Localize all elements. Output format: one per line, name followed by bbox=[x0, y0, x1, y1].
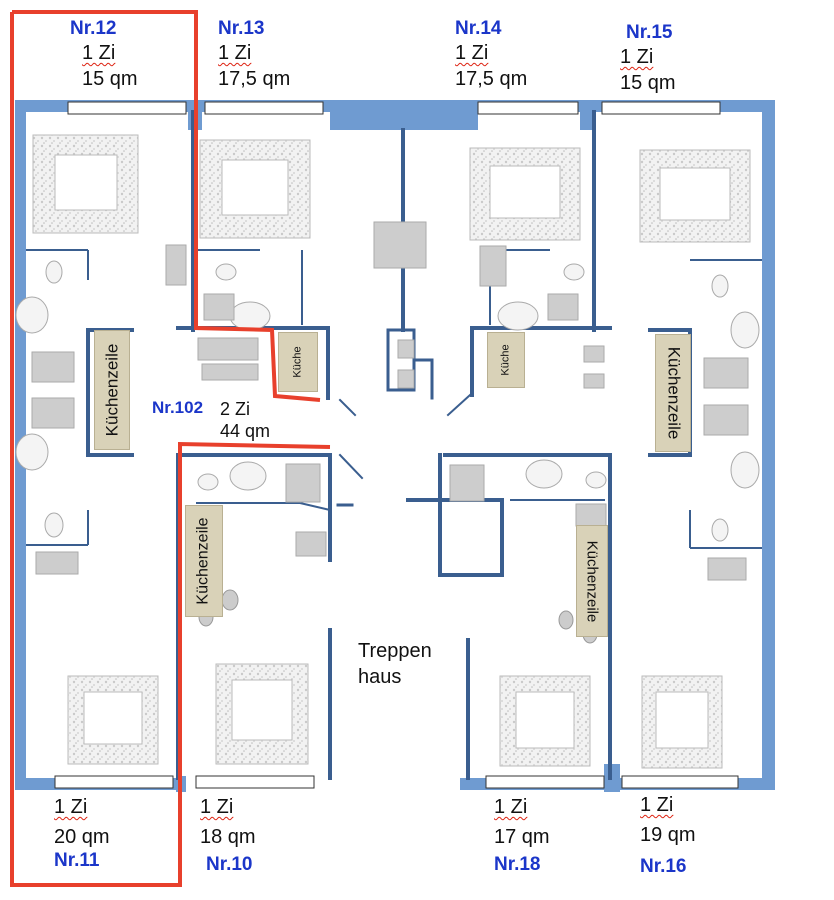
apartment-nr102-details: 2 Zi 44 qm bbox=[220, 398, 270, 442]
toilet-icon bbox=[44, 260, 729, 542]
apartment-number: Nr.16 bbox=[640, 856, 687, 877]
apartment-number: Nr.102 bbox=[152, 398, 204, 417]
stairwell-label-line1: Treppen bbox=[358, 640, 432, 662]
apartment-rooms: 1 Zi bbox=[620, 46, 654, 68]
highlight-outline bbox=[10, 10, 331, 887]
apartment-number: Nr.15 bbox=[626, 22, 673, 43]
apartment-area: 44 qm bbox=[220, 421, 271, 441]
apartment-nr10: 1 Zi 18 qm Nr.10 bbox=[200, 794, 256, 876]
kitchenette-nr10: Küchenzeile bbox=[185, 505, 223, 617]
apartment-number: Nr.14 bbox=[455, 18, 502, 39]
shower-icon bbox=[198, 589, 598, 644]
apartment-nr13: Nr.13 1 Zi 17,5 qm bbox=[218, 18, 290, 92]
apartment-rooms: 1 Zi bbox=[200, 796, 234, 818]
apartment-area: 17,5 qm bbox=[218, 68, 291, 90]
apartment-number: Nr.11 bbox=[54, 850, 100, 871]
apartment-area: 15 qm bbox=[82, 68, 138, 90]
apartment-number: Nr.10 bbox=[206, 854, 253, 875]
apartment-rooms: 1 Zi bbox=[455, 42, 489, 64]
bed-icon bbox=[32, 134, 751, 769]
apartment-area: 20 qm bbox=[54, 826, 110, 848]
apartment-number: Nr.13 bbox=[218, 18, 265, 39]
apartment-nr14: Nr.14 1 Zi 17,5 qm bbox=[455, 18, 527, 92]
sink-icon bbox=[15, 296, 760, 491]
apartment-area: 19 qm bbox=[640, 824, 696, 846]
kitchenette-nr15: Küchenzeile bbox=[655, 334, 691, 452]
apartment-rooms: 1 Zi bbox=[640, 794, 674, 816]
apartment-nr18: 1 Zi 17 qm Nr.18 bbox=[494, 794, 550, 876]
stairwell-label: Treppen haus bbox=[358, 638, 432, 690]
kitchenette-nr11: Küchenzeile bbox=[94, 330, 130, 450]
apartment-nr16: 1 Zi 19 qm Nr.16 bbox=[640, 792, 696, 878]
apartment-nr12: Nr.12 1 Zi 15 qm bbox=[70, 18, 138, 92]
apartment-area: 15 qm bbox=[620, 72, 676, 94]
kitchen-nr14: Küche bbox=[487, 332, 525, 388]
apartment-area: 17,5 qm bbox=[455, 68, 528, 90]
stairwell-label-line2: haus bbox=[358, 666, 402, 688]
apartment-rooms: 1 Zi bbox=[82, 42, 116, 64]
apartment-number: Nr.12 bbox=[70, 18, 117, 39]
apartment-rooms: 1 Zi bbox=[54, 796, 88, 818]
fixture-blocks bbox=[31, 221, 749, 581]
apartment-nr102: Nr.102 bbox=[152, 398, 203, 418]
apartment-rooms: 1 Zi bbox=[494, 796, 528, 818]
apartment-rooms: 1 Zi bbox=[218, 42, 252, 64]
apartment-nr15: Nr.15 1 Zi 15 qm bbox=[620, 22, 676, 96]
apartment-nr11: 1 Zi 20 qm Nr.11 bbox=[54, 794, 110, 872]
windows bbox=[54, 101, 739, 789]
apartment-area: 17 qm bbox=[494, 826, 550, 848]
apartment-area: 18 qm bbox=[200, 826, 256, 848]
kitchenette-nr18: Küchenzeile bbox=[576, 525, 608, 637]
kitchen-nr13: Küche bbox=[278, 332, 318, 392]
bathroom-partitions bbox=[26, 249, 762, 549]
apartment-rooms: 2 Zi bbox=[220, 399, 251, 419]
apartment-number: Nr.18 bbox=[494, 854, 541, 875]
